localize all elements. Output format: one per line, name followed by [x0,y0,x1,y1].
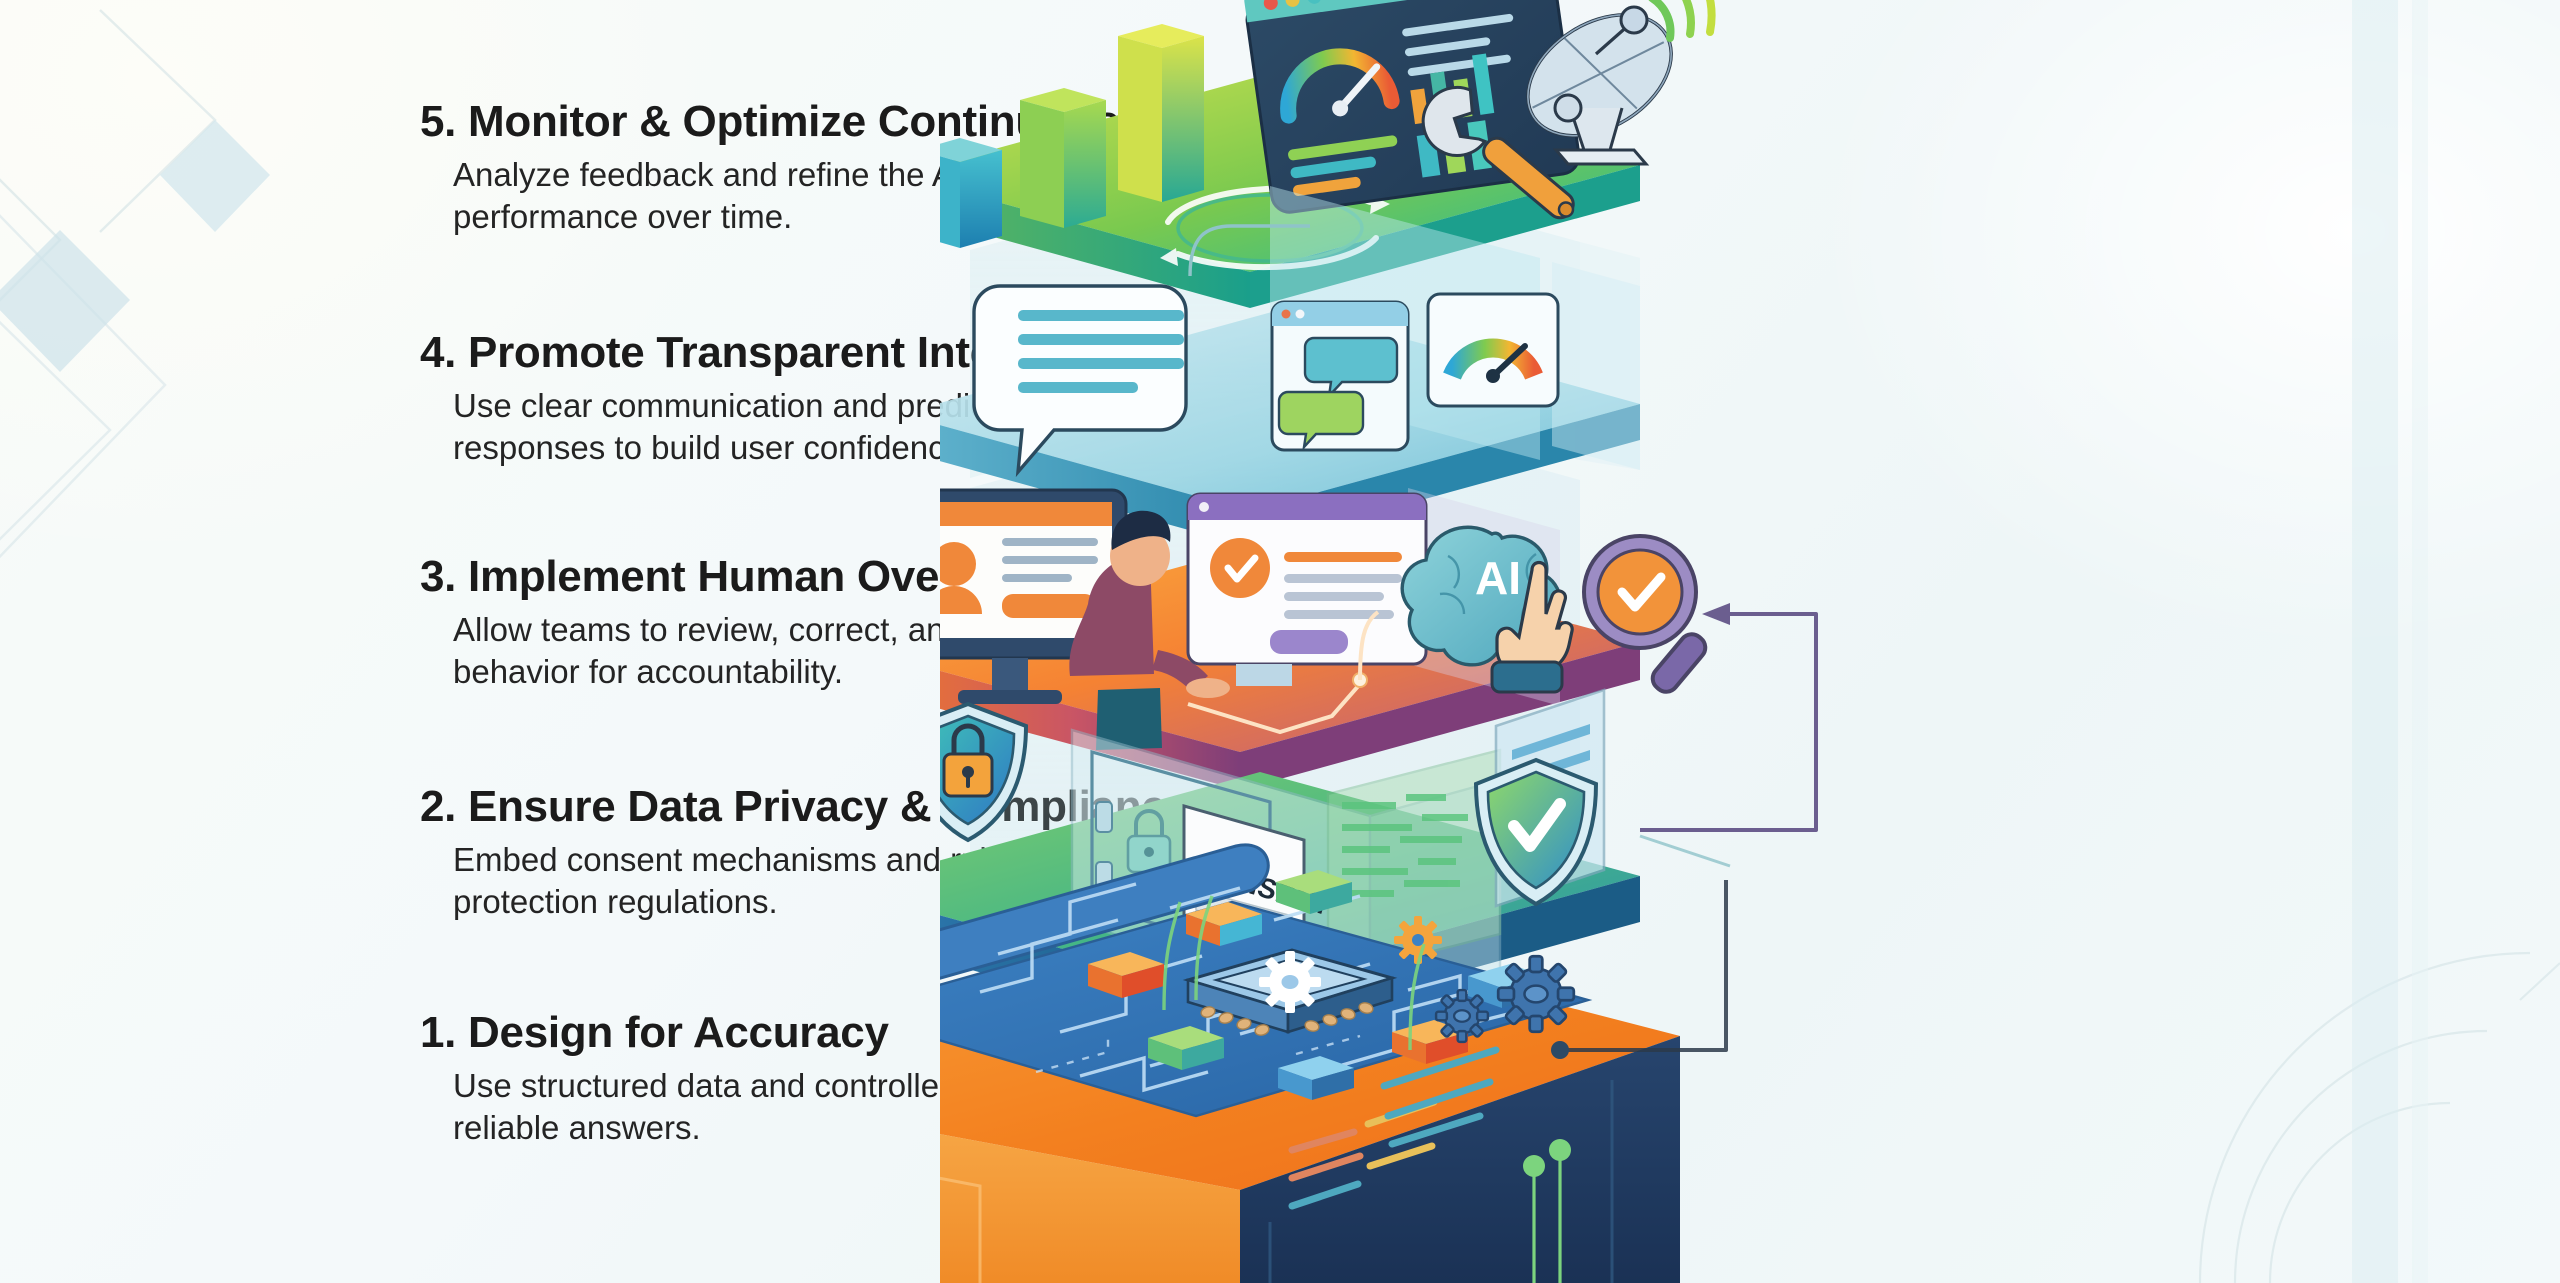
connector-lines [1188,224,1818,1059]
server-data-lines [1268,1046,1614,1283]
panel-lines [940,1176,982,1283]
hand-cursor-icon [1490,560,1574,694]
satellite-dish-icon [1526,0,1716,166]
data-flow-lines [1162,895,1426,1051]
step-1-heading: 1. Design for Accuracy [420,1008,1213,1058]
step-3-number: 3. [420,552,457,601]
layer-1-design-for-accuracy [940,843,1680,1283]
shield-lock-icon [940,701,1029,843]
gear-icon [1434,988,1490,1044]
layer-5-platform-left [940,186,1250,308]
layer-5-monitor-optimize [940,0,1716,308]
layer-4-platform-left [940,425,1250,547]
ai-brain-label: AI [1475,552,1521,604]
user-profile-monitor-icon [940,488,1128,704]
platform-wire [1358,610,1380,681]
step-1-title: Design for Accuracy [468,1008,889,1057]
vault-lock-icon [1126,809,1172,874]
connector-node [1551,1041,1569,1059]
signal-waves-icon [1648,0,1716,42]
cpu-chip-icon [1182,948,1398,1036]
wrench-icon [1421,85,1575,220]
layer-4-transparent-interactions [940,186,1640,547]
gear-icon [1259,951,1321,1013]
step-2-number: 2. [420,782,457,831]
speech-bubble-icon [972,284,1188,478]
magnifier-check-icon [1582,534,1708,694]
approval-screen-icon [1186,492,1428,686]
person-reviewing-icon [1069,510,1230,750]
shield-check-icon [1473,757,1599,907]
bar-chart-3d [940,24,1204,248]
layer-3-human-oversight: AI [940,488,1708,790]
gauge-card-icon [1426,292,1560,408]
layer-1-front-left [940,1134,1240,1283]
step-1-number: 1. [420,1008,457,1057]
step-5-number: 5. [420,97,457,146]
step-4-number: 4. [420,328,457,377]
platform-wire [1187,682,1362,735]
layer-stack-illustration: AI [940,0,2560,1283]
gear-icon [1496,954,1576,1034]
data-panel-icon [1326,748,1502,980]
layer-1-front-right [1240,1036,1680,1283]
gear-icon [1394,916,1442,964]
chat-window-icon [1270,300,1410,452]
blueprint-mat-icon [940,843,1593,1118]
